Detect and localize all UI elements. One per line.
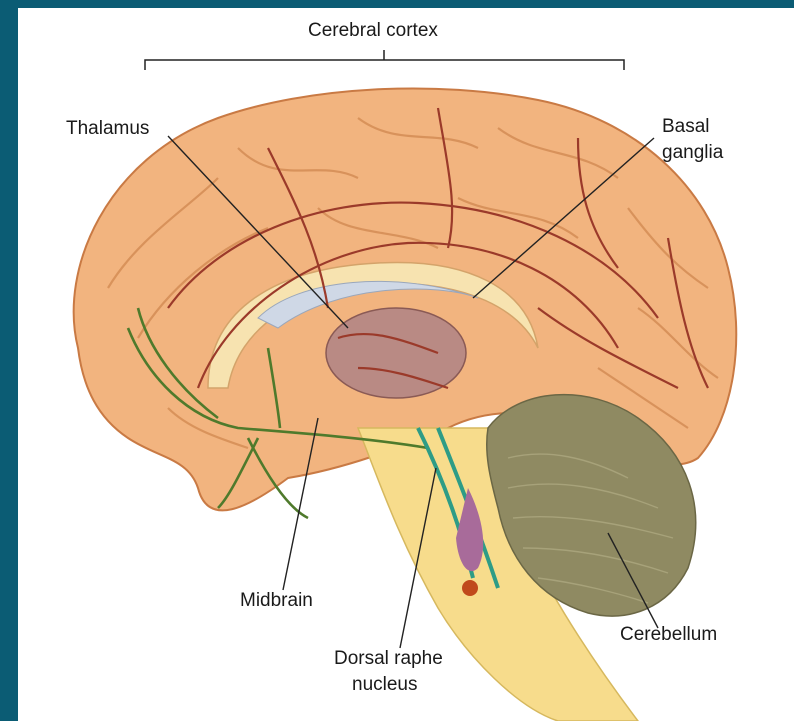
brain-illustration [18, 8, 794, 721]
label-thalamus: Thalamus [66, 118, 149, 140]
cortex-bracket [145, 50, 624, 70]
label-dorsal-raphe-line2: nucleus [352, 674, 418, 696]
label-basal-ganglia-line1: Basal [662, 116, 710, 138]
raphe-cell [462, 580, 478, 596]
label-dorsal-raphe-line1: Dorsal raphe [334, 648, 443, 670]
diagram-frame: Cerebral cortex Thalamus Basal ganglia M… [18, 8, 794, 721]
label-basal-ganglia-line2: ganglia [662, 142, 723, 164]
thalamus-body [326, 308, 466, 398]
label-cerebral-cortex: Cerebral cortex [308, 20, 438, 42]
label-midbrain: Midbrain [240, 590, 313, 612]
label-cerebellum: Cerebellum [620, 624, 717, 646]
